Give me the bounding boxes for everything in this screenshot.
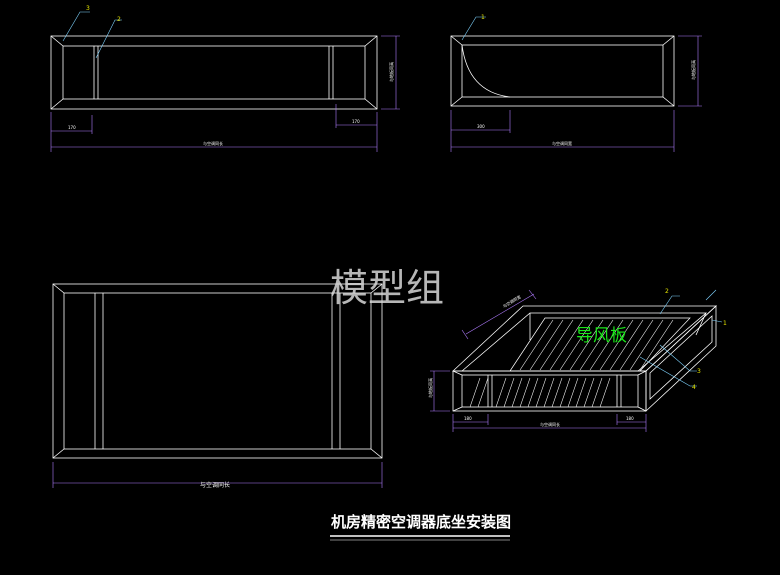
- plan-width-label: 与空调同长: [200, 481, 230, 489]
- iso-air-deflector-hatch: [469, 317, 691, 408]
- side-width-label: 与空调同宽: [552, 140, 572, 146]
- plan-inner-frame: [63, 292, 372, 450]
- iso-callout-4: 4: [692, 384, 696, 391]
- side-left-dim: 300: [477, 124, 485, 129]
- iso-dimensions: [430, 289, 647, 432]
- front-callout-3: 3: [86, 5, 90, 12]
- iso-view: [451, 305, 718, 412]
- side-dimensions: [450, 35, 702, 152]
- side-air-deflector-curve: [461, 44, 511, 98]
- plan-outer-frame: [52, 283, 383, 459]
- front-callout-2: 2: [117, 16, 121, 23]
- front-leaders: [62, 11, 122, 59]
- iso-callout-2: 2: [665, 288, 669, 295]
- side-view: [450, 16, 702, 152]
- side-height-label: 与地板同高: [690, 60, 696, 80]
- iso-width-label: 与空调同长: [540, 421, 560, 427]
- side-outer-frame: [450, 35, 675, 107]
- front-height-label: 与地板同高: [388, 62, 394, 82]
- iso-callout-1: 1: [723, 320, 727, 327]
- side-callout-1: 1: [481, 14, 485, 21]
- iso-height-label: 与地板同高: [427, 378, 433, 398]
- front-inner-frame: [62, 45, 366, 100]
- front-outer-frame: [50, 35, 378, 110]
- iso-depth-label: 与空调同宽: [501, 293, 521, 308]
- front-dimensions: [50, 35, 400, 152]
- iso-right-dim: 180: [626, 416, 634, 421]
- iso-callout-3: 3: [697, 368, 701, 375]
- watermark: 模型组: [330, 266, 444, 310]
- side-inner-frame: [461, 44, 664, 98]
- plan-view: [52, 283, 383, 488]
- side-leaders: [461, 16, 486, 41]
- front-left-dim: 170: [68, 125, 76, 130]
- front-width-label: 与空调同长: [203, 140, 223, 146]
- iso-left-dim: 180: [464, 416, 472, 421]
- front-right-dim: 170: [352, 119, 360, 124]
- front-view: [50, 11, 400, 152]
- drawing-title: 机房精密空调器底坐安装图: [331, 513, 511, 531]
- iso-right-face: [645, 305, 717, 412]
- plan-dimensions: [52, 462, 383, 488]
- iso-leaders: [639, 289, 723, 387]
- iso-air-deflector-label: 导风板: [576, 326, 627, 346]
